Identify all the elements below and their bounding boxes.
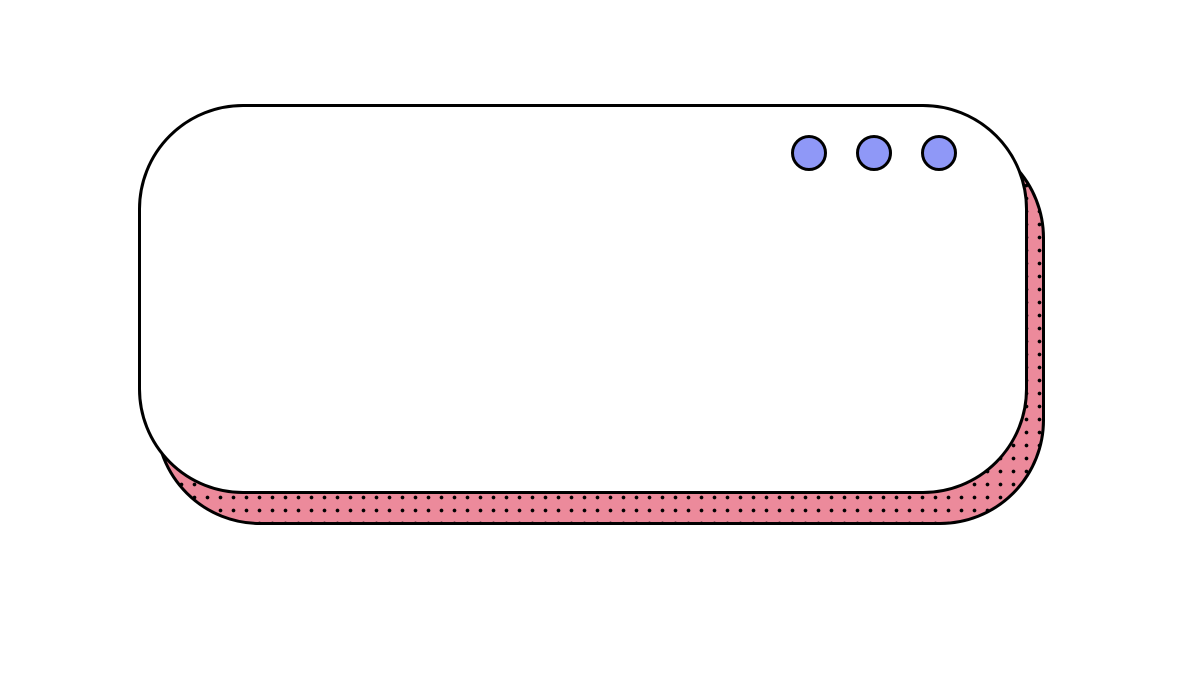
- window-control-2-dot-icon[interactable]: [856, 135, 892, 171]
- window-controls: [791, 135, 957, 171]
- window-control-1-dot-icon[interactable]: [791, 135, 827, 171]
- window-control-3-dot-icon[interactable]: [921, 135, 957, 171]
